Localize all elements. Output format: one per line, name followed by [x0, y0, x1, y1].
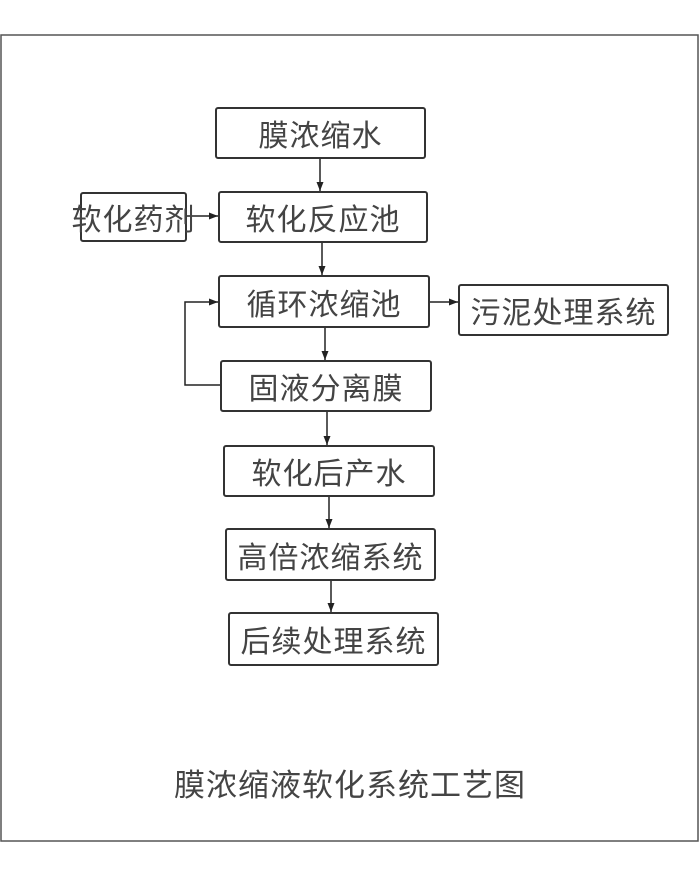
node-sludge-treatment: 污泥处理系统 — [458, 284, 669, 336]
page-border — [0, 34, 699, 842]
node-softening-reagent: 软化药剂 — [72, 192, 195, 242]
loop-membrane-to-circ — [184, 298, 220, 386]
node-softening-reactor: 软化反应池 — [218, 191, 428, 243]
node-post-treatment: 后续处理系统 — [228, 612, 439, 666]
node-softened-water: 软化后产水 — [223, 445, 435, 497]
node-feed-water: 膜浓缩水 — [215, 107, 426, 159]
node-high-concentration: 高倍浓缩系统 — [225, 528, 436, 581]
node-circulation-tank: 循环浓缩池 — [218, 275, 430, 328]
diagram-title: 膜浓缩液软化系统工艺图 — [174, 768, 526, 804]
node-separation-membrane: 固液分离膜 — [220, 360, 432, 412]
